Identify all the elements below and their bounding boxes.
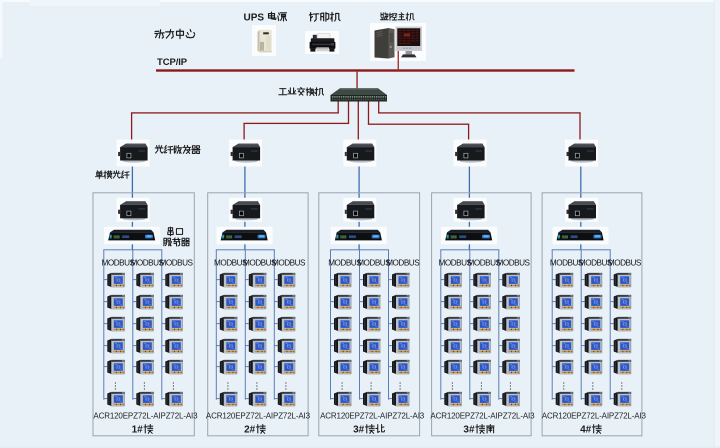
svg-text:ACR120EPZ72L-AIPZ72L-AI3: ACR120EPZ72L-AIPZ72L-AI3 xyxy=(320,411,425,420)
svg-text:MODBUS: MODBUS xyxy=(608,258,642,267)
svg-text:MODBUS: MODBUS xyxy=(243,258,277,267)
svg-text:MODBUS: MODBUS xyxy=(272,258,306,267)
svg-text:ACR120EPZ72L-AIPZ72L-AI3: ACR120EPZ72L-AIPZ72L-AI3 xyxy=(542,411,647,420)
svg-text:MODBUS: MODBUS xyxy=(386,258,420,267)
svg-text:MODBUS: MODBUS xyxy=(550,258,584,267)
svg-text:MODBUS: MODBUS xyxy=(497,258,531,267)
svg-text:UPS: UPS xyxy=(244,13,265,24)
svg-text:MODBUS: MODBUS xyxy=(160,258,194,267)
svg-text:MODBUS: MODBUS xyxy=(357,258,391,267)
svg-text:ACR120EPZ72L-AIPZ72L-AI3: ACR120EPZ72L-AIPZ72L-AI3 xyxy=(206,411,311,420)
svg-text:1#: 1# xyxy=(132,425,144,436)
svg-text:TCP/IP: TCP/IP xyxy=(157,57,188,68)
svg-text:MODBUS: MODBUS xyxy=(468,258,502,267)
svg-text:MODBUS: MODBUS xyxy=(214,258,248,267)
svg-text:2#: 2# xyxy=(244,425,256,436)
svg-text:ACR120EPZ72L-AIPZ72L-AI3: ACR120EPZ72L-AIPZ72L-AI3 xyxy=(430,411,535,420)
svg-text:ACR120EPZ72L-AIPZ72L-AI3: ACR120EPZ72L-AIPZ72L-AI3 xyxy=(93,411,198,420)
svg-text:MODBUS: MODBUS xyxy=(439,258,473,267)
svg-text:3#: 3# xyxy=(353,425,365,436)
svg-text:MODBUS: MODBUS xyxy=(131,258,165,267)
svg-text:MODBUS: MODBUS xyxy=(328,258,362,267)
svg-text:3#: 3# xyxy=(463,425,475,436)
svg-text:MODBUS: MODBUS xyxy=(579,258,613,267)
svg-text:MODBUS: MODBUS xyxy=(102,258,136,267)
svg-text:4#: 4# xyxy=(580,425,592,436)
